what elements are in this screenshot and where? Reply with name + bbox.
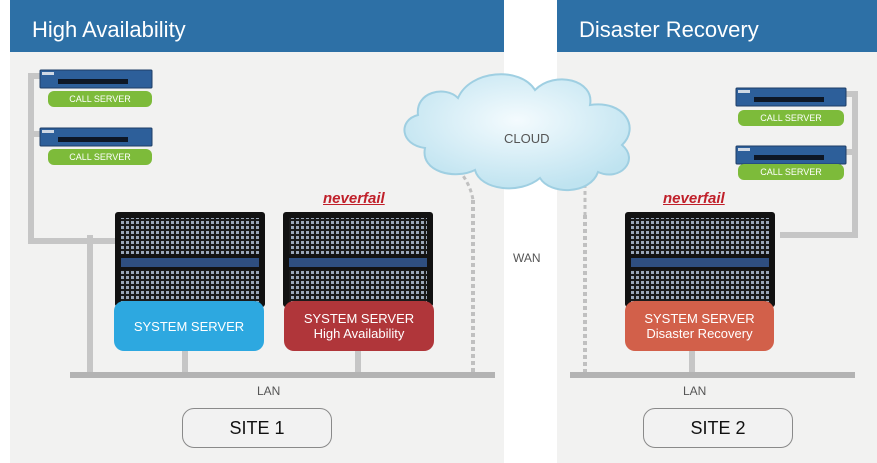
site2-label: SITE 2	[643, 408, 793, 448]
server-rack-icon	[115, 212, 265, 307]
site2-lan-lines	[689, 91, 858, 375]
site1-label: SITE 1	[182, 408, 332, 448]
server-rack-icon	[283, 212, 433, 307]
cloud-label: CLOUD	[504, 131, 550, 146]
dr-server-box: SYSTEM SERVER Disaster Recovery	[625, 301, 774, 351]
wan-label: WAN	[513, 251, 541, 265]
call-server-unit-icon	[735, 145, 847, 165]
neverfail-logo: neverfail	[323, 190, 385, 207]
disaster-recovery-title: Disaster Recovery	[557, 0, 877, 52]
site1-lan-label: LAN	[257, 384, 281, 398]
ha-server-box: SYSTEM SERVER High Availability	[284, 301, 434, 351]
dr-server-line1: SYSTEM SERVER	[644, 311, 755, 326]
disaster-recovery-panel: Disaster Recovery	[557, 0, 877, 463]
call-server-unit-icon	[39, 69, 153, 89]
site2-lan-label: LAN	[683, 384, 707, 398]
call-server-unit-icon	[39, 127, 153, 147]
call-server-label: CALL SERVER	[738, 164, 844, 180]
system-server-label: SYSTEM SERVER	[133, 318, 245, 334]
server-rack-icon	[625, 212, 775, 307]
cloud-icon	[403, 73, 631, 191]
neverfail-logo: neverfail	[663, 190, 725, 207]
high-availability-title: High Availability	[10, 0, 504, 52]
system-server-box: SYSTEM SERVER	[114, 301, 264, 351]
ha-server-line2: High Availability	[313, 326, 405, 341]
site1-lan-lines	[28, 73, 361, 375]
ha-server-line1: SYSTEM SERVER	[303, 311, 415, 326]
call-server-label: CALL SERVER	[738, 110, 844, 126]
call-server-label: CALL SERVER	[48, 91, 152, 107]
call-server-label: CALL SERVER	[48, 149, 152, 165]
call-server-unit-icon	[735, 87, 847, 107]
dr-server-line2: Disaster Recovery	[646, 326, 753, 341]
